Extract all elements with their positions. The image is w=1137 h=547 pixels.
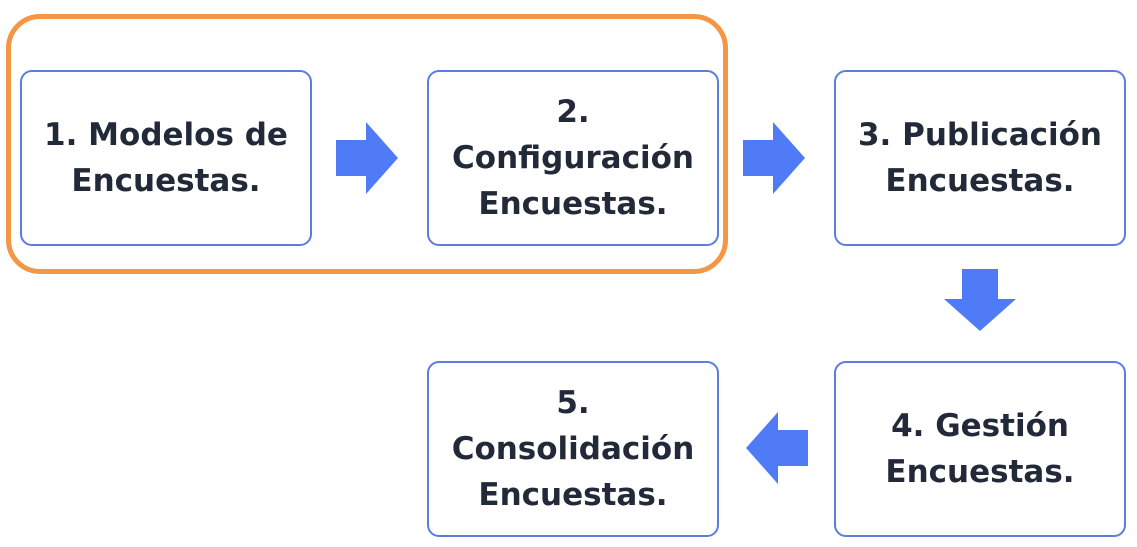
step-5-line-1: 5. [556, 385, 590, 421]
step-4-line-1: 4. Gestión [891, 408, 1069, 444]
arrow-left-icon [746, 412, 808, 484]
step-4-box: 4. Gestión Encuestas. [834, 361, 1126, 537]
step-3-line-2: Encuestas. [885, 163, 1075, 199]
step-2-line-3: Encuestas. [478, 186, 668, 222]
step-2-line-2: Configuración [452, 140, 694, 176]
step-4-line-2: Encuestas. [885, 454, 1075, 490]
step-2-box: 2. Configuración Encuestas. [427, 70, 719, 246]
arrow-down-icon [944, 269, 1016, 331]
step-1-box: 1. Modelos de Encuestas. [20, 70, 312, 246]
step-3-box: 3. Publicación Encuestas. [834, 70, 1126, 246]
step-5-box: 5. Consolidación Encuestas. [427, 361, 719, 537]
step-1-line-2: Encuestas. [71, 163, 261, 199]
step-3-line-1: 3. Publicación [857, 117, 1103, 153]
arrow-right-icon [336, 122, 398, 194]
highlight-group-frame [6, 14, 728, 274]
step-5-line-3: Encuestas. [478, 477, 668, 513]
arrow-right-icon [743, 122, 805, 194]
step-5-line-2: Consolidación [451, 431, 695, 467]
step-1-line-1: 1. Modelos de [44, 117, 288, 153]
step-2-line-1: 2. [556, 94, 590, 130]
